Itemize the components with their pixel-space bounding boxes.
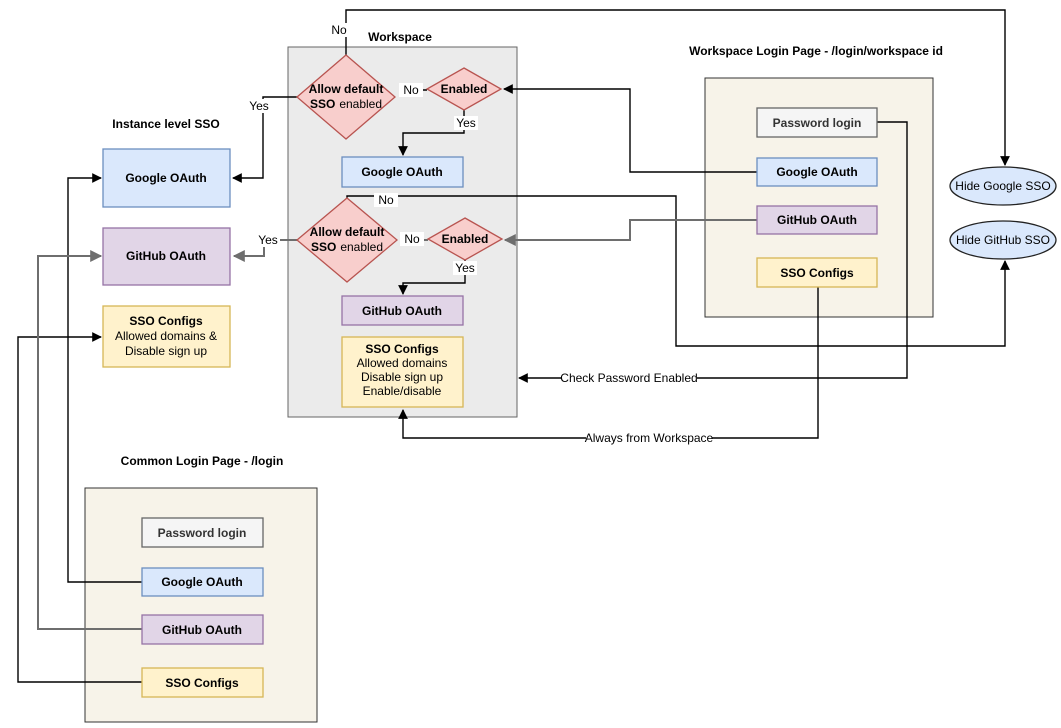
edge-check-password	[518, 121, 908, 383]
edge-label-no-hide-github: No	[374, 193, 398, 207]
wl-password-login-box	[756, 107, 878, 138]
decision-enabled-github	[426, 217, 504, 261]
svg-text:Yes: Yes	[456, 116, 476, 130]
ws-google-oauth-label: Google OAuth	[361, 165, 442, 179]
wl-github-oauth-label: GitHub OAuth	[777, 213, 857, 227]
edge-label-no-enabled1: No	[399, 83, 423, 97]
hide-google-sso-label: Hide Google SSO	[955, 179, 1050, 193]
hide-github-sso-ellipse	[949, 220, 1057, 260]
ws-google-oauth-box	[341, 156, 464, 188]
ws-sso-configs-line1: Allowed domains	[357, 356, 448, 370]
svg-text:No: No	[403, 83, 419, 97]
cl-password-login-label: Password login	[158, 526, 247, 540]
cl-password-login-box	[141, 517, 264, 548]
edge-common-github-to-instance	[37, 250, 142, 630]
cl-google-oauth-box	[141, 567, 264, 597]
instance-title: Instance level SSO	[112, 117, 219, 131]
edge-label-always-workspace: Always from Workspace	[585, 431, 714, 445]
enabled1-label: Enabled	[441, 82, 488, 96]
edge-label-yes-instance-github: Yes	[256, 233, 280, 247]
edge-label-check-password: Check Password Enabled	[560, 371, 698, 385]
svg-text:Always from Workspace: Always from Workspace	[585, 431, 714, 445]
ws-github-oauth-label: GitHub OAuth	[362, 304, 442, 318]
instance-sso-configs-box	[102, 305, 231, 368]
wl-sso-configs-label: SSO Configs	[780, 266, 854, 280]
cl-google-oauth-label: Google OAuth	[161, 575, 242, 589]
instance-github-oauth-label: GitHub OAuth	[126, 249, 206, 263]
edge-login-github-to-enabled2	[503, 219, 757, 246]
wl-github-oauth-box	[756, 205, 878, 235]
wl-password-login-label: Password login	[773, 116, 862, 130]
enabled2-label: Enabled	[442, 232, 489, 246]
svg-text:Yes: Yes	[455, 261, 475, 275]
wl-sso-configs-box	[756, 257, 878, 288]
edge-label-yes-enabled2: Yes	[453, 261, 477, 275]
workspace-login-title: Workspace Login Page - /login/workspace …	[689, 44, 943, 58]
ws-sso-configs-line2: Disable sign up	[361, 370, 443, 384]
instance-github-oauth-box	[102, 227, 231, 286]
edge-yes-to-instance-google	[232, 96, 297, 183]
edge-common-sso-to-instance	[17, 332, 142, 683]
instance-sso-configs-line1: Allowed domains &	[115, 329, 217, 343]
cl-sso-configs-box	[141, 667, 264, 698]
cl-github-oauth-box	[141, 614, 264, 645]
svg-text:Yes: Yes	[249, 99, 269, 113]
edge-label-yes-enabled1: Yes	[454, 116, 478, 130]
decision-allow-default-sso-google	[296, 54, 396, 140]
ws-sso-configs-title: SSO Configs	[365, 342, 439, 356]
svg-text:Yes: Yes	[258, 233, 278, 247]
decision1-line1: Allow default	[309, 82, 384, 96]
svg-text:Check Password Enabled: Check Password Enabled	[560, 371, 697, 385]
edge-label-no-enabled2: No	[400, 232, 424, 246]
instance-sso-configs-title: SSO Configs	[129, 314, 203, 328]
edge-label-no-top: No	[327, 23, 351, 37]
cl-github-oauth-label: GitHub OAuth	[162, 623, 242, 637]
edge-yes-to-instance-github	[232, 239, 297, 262]
hide-github-sso-label: Hide GitHub SSO	[956, 233, 1050, 247]
edge-common-google-to-instance	[67, 173, 142, 583]
decision-enabled-google	[425, 67, 503, 111]
svg-text:No: No	[378, 193, 394, 207]
instance-google-oauth-box	[102, 148, 231, 208]
cl-sso-configs-label: SSO Configs	[165, 676, 239, 690]
ws-sso-configs-line3: Enable/disable	[363, 384, 442, 398]
workspace-title: Workspace	[368, 30, 432, 44]
decision-allow-default-sso-github	[295, 197, 399, 283]
decision2-line1: Allow default	[310, 225, 385, 239]
ws-github-oauth-box	[341, 295, 464, 326]
wl-google-oauth-box	[756, 157, 878, 187]
instance-google-oauth-label: Google OAuth	[125, 171, 206, 185]
edge-no-to-hide-github	[346, 195, 1010, 347]
svg-text:No: No	[404, 232, 420, 246]
ws-sso-configs-box	[341, 336, 464, 408]
hide-google-sso-ellipse	[949, 166, 1057, 206]
svg-text:No: No	[331, 23, 347, 37]
edge-login-google-to-enabled1	[503, 84, 757, 173]
edge-label-yes-instance-google: Yes	[247, 99, 271, 113]
wl-google-oauth-label: Google OAuth	[776, 165, 857, 179]
instance-sso-configs-line2: Disable sign up	[125, 344, 207, 358]
common-login-title: Common Login Page - /login	[121, 454, 284, 468]
